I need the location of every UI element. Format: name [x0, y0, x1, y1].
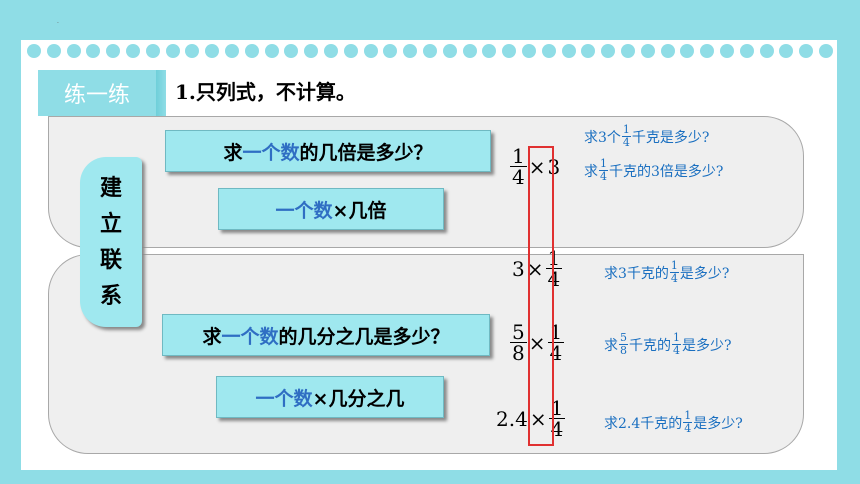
border-dot: [145, 44, 160, 58]
border-dot: [205, 44, 220, 58]
border-dot: [700, 44, 715, 58]
highlight-frame: [528, 146, 554, 446]
border-dot: [106, 44, 121, 58]
border-dot: [680, 44, 695, 58]
border-dot: [779, 44, 794, 58]
border-dot: [621, 44, 635, 58]
border-dot: [383, 44, 398, 58]
exercise-tag: 练一练: [38, 70, 166, 116]
corner-mark: ·: [57, 20, 59, 27]
border-dot: [541, 44, 556, 58]
border-dot: [27, 44, 41, 58]
rule-question-multiple: 求一个数的几倍是多少？: [165, 130, 491, 172]
connect-label-box: [80, 157, 142, 327]
border-dot: [324, 44, 338, 58]
border-dot: [423, 44, 437, 58]
rule-question-fraction: 求一个数的几分之几是多少？: [162, 314, 490, 356]
border-dot: [720, 44, 734, 58]
rule-formula-fraction: 一个数×几分之几: [216, 376, 444, 418]
border-dot: [482, 44, 497, 58]
border-dot: [502, 44, 517, 58]
border-dot: [66, 44, 81, 58]
dot-border: [21, 40, 837, 62]
border-dot: [799, 44, 814, 58]
border-dot: [759, 44, 774, 58]
border-dot: [46, 44, 61, 58]
border-dot: [403, 44, 418, 58]
border-dot: [601, 44, 616, 58]
border-dot: [819, 44, 833, 58]
border-dot: [264, 44, 279, 58]
rule-formula-multiple: 一个数×几倍: [218, 188, 444, 230]
border-dot: [304, 44, 319, 58]
border-dot: [126, 44, 140, 58]
border-dot: [225, 44, 239, 58]
border-dot: [442, 44, 457, 58]
border-dot: [185, 44, 200, 58]
border-dot: [522, 44, 536, 58]
border-dot: [244, 44, 259, 58]
border-dot: [739, 44, 754, 58]
border-dot: [660, 44, 675, 58]
border-dot: [561, 44, 576, 58]
border-dot: [284, 44, 299, 58]
question-heading: 1.只列式，不计算。: [175, 80, 356, 104]
border-dot: [343, 44, 358, 58]
border-dot: [363, 44, 378, 58]
border-dot: [640, 44, 655, 58]
border-dot: [86, 44, 101, 58]
border-dot: [581, 44, 596, 58]
border-dot: [462, 44, 477, 58]
connect-label: 建 立 联 系: [99, 175, 122, 309]
border-dot: [165, 44, 180, 58]
